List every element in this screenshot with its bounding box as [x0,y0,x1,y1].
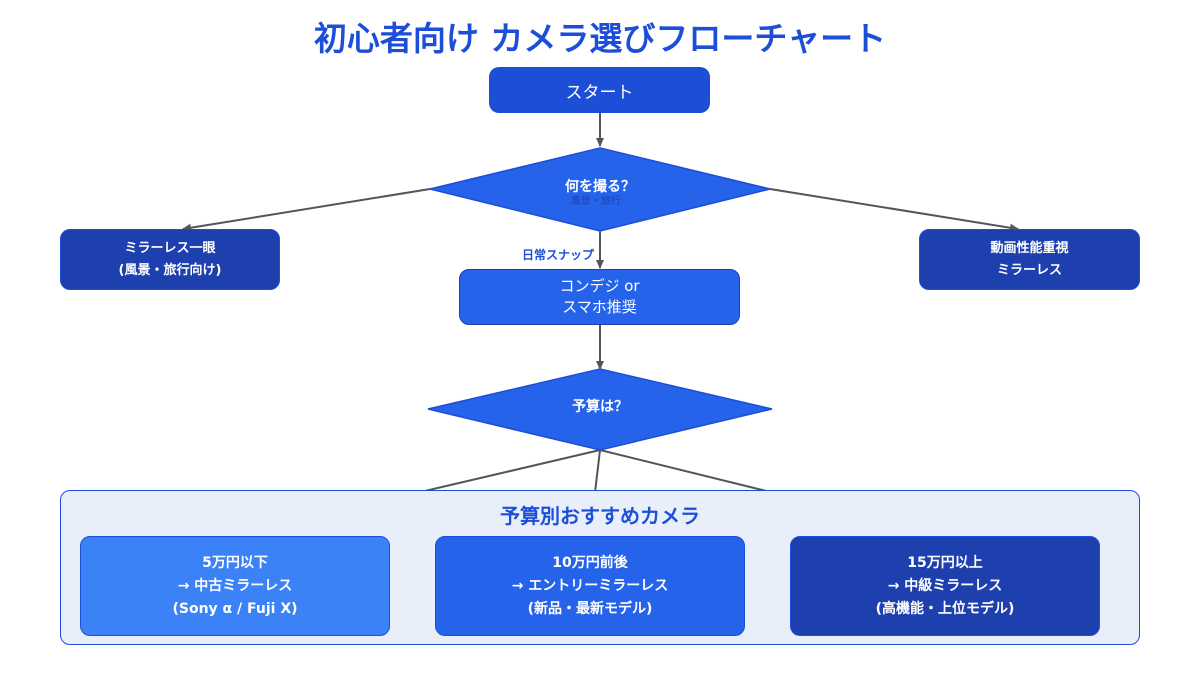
budget-option-high: 15万円以上 → 中級ミラーレス (高機能・上位モデル) [790,536,1100,636]
arrow-subject-to-video [769,188,1019,232]
compact-line-2: スマホ推奨 [562,298,637,316]
budget-option-mid-camera: → エントリーミラーレス [511,577,669,594]
budget-option-low: 5万円以下 → 中古ミラーレス (Sony α / Fuji X) [80,536,390,636]
budget-option-low-note: (Sony α / Fuji X) [172,600,298,617]
mirrorless-landscape-node: ミラーレス一眼 (風景・旅行向け) [60,229,280,290]
decision-budget-label: 予算は？ [572,398,628,415]
arrow-subject-to-landscape [182,188,431,232]
branch-label-daily: 日常スナップ [522,247,595,262]
start-label: スタート [565,82,634,103]
mirrorless-landscape-line-1: ミラーレス一眼 [124,240,216,256]
budget-recommendation-panel: 予算別おすすめカメラ 5万円以下 → 中古ミラーレス (Sony α / Fuj… [60,490,1140,645]
budget-option-high-note: (高機能・上位モデル) [875,600,1015,617]
budget-option-low-range: 5万円以下 [202,554,268,571]
mirrorless-video-line-2: ミラーレス [996,262,1062,278]
decision-subject-diamond [429,147,771,232]
decision-budget-diamond [427,368,773,451]
compact-node: コンデジ or スマホ推奨 [459,269,740,325]
compact-line-1: コンデジ or [559,277,640,295]
budget-panel-title: 予算別おすすめカメラ [500,504,700,528]
budget-option-mid-note: (新品・最新モデル) [527,600,653,617]
budget-option-mid-range: 10万円前後 [552,554,628,571]
mirrorless-video-line-1: 動画性能重視 [990,240,1069,256]
mirrorless-landscape-line-2: (風景・旅行向け) [118,262,222,278]
budget-option-high-camera: → 中級ミラーレス [887,577,1003,594]
decision-subject-label: 何を撮る？ [565,178,635,195]
budget-option-mid: 10万円前後 → エントリーミラーレス (新品・最新モデル) [435,536,745,636]
budget-option-low-camera: → 中古ミラーレス [177,577,293,594]
start-node: スタート [489,67,710,113]
page-title: 初心者向け カメラ選びフローチャート [313,19,887,58]
budget-option-high-range: 15万円以上 [907,554,983,571]
mirrorless-video-node: 動画性能重視 ミラーレス [919,229,1140,290]
decision-subject-hint: 風景・旅行 [571,194,621,207]
